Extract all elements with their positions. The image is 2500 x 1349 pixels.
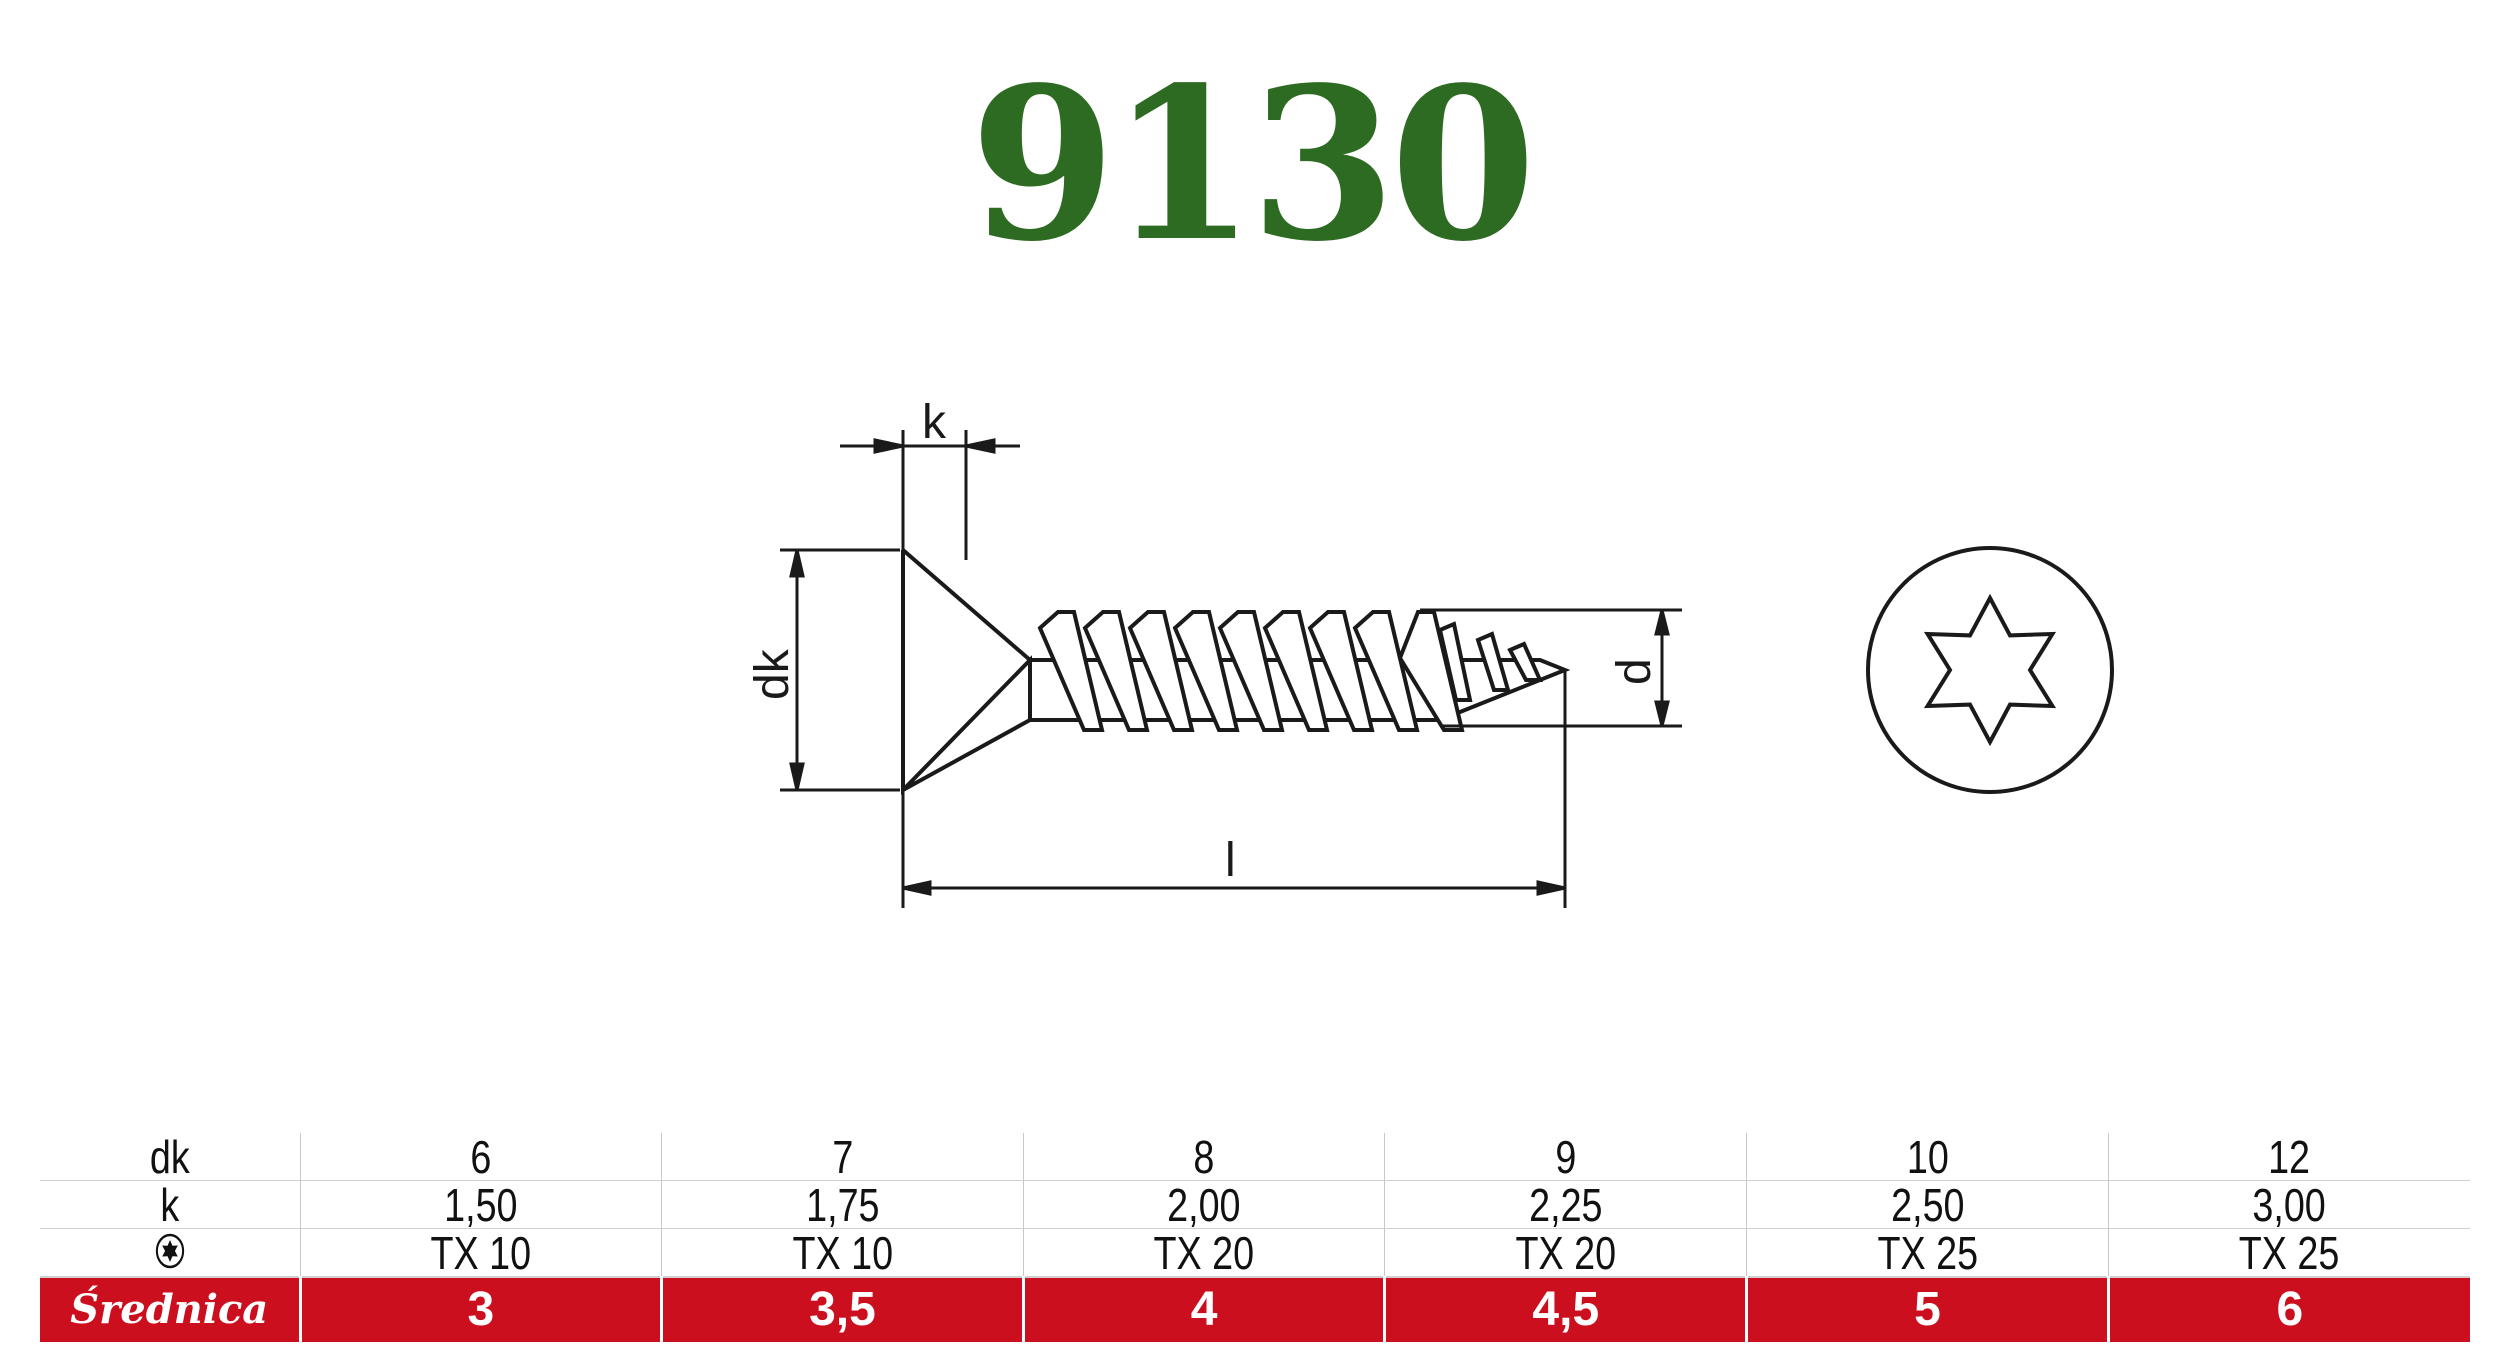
torx-star-icon: [155, 1233, 184, 1268]
table-cell: 1,75: [693, 1180, 991, 1229]
table-cell: 7: [693, 1133, 991, 1181]
screw-head: [901, 550, 1032, 795]
torx-star-icon: [1923, 593, 2057, 747]
dim-label-dk: dk: [746, 648, 799, 700]
table-cell: TX 10: [693, 1228, 991, 1278]
table-cell: 6: [2106, 1277, 2470, 1342]
table-row-k: k 1,50 1,75 2,00 2,25 2,50 3,00: [40, 1180, 2470, 1229]
table-row-dk: dk 6 7 8 9 10 12: [40, 1133, 2470, 1181]
table-cell: 1,50: [332, 1180, 630, 1229]
table-cell: TX 25: [2140, 1228, 2438, 1278]
table-cell: TX 10: [332, 1228, 630, 1278]
table-cell: 12: [2140, 1133, 2438, 1181]
table-cell: 8: [1055, 1133, 1353, 1181]
screw-top-view: [1866, 546, 2114, 794]
table-cell: 3: [298, 1277, 662, 1342]
table-cell: 2,25: [1417, 1180, 1715, 1229]
thread-crest: [1307, 610, 1375, 732]
table-cell: TX 25: [1778, 1228, 2076, 1278]
product-title: 9130: [969, 41, 1536, 288]
row-label-srednica: Średnica: [40, 1277, 300, 1342]
row-label-drive: [63, 1228, 277, 1278]
table-cell: 4: [1021, 1277, 1385, 1342]
thread-crest: [1437, 621, 1473, 702]
thread-crest: [1507, 641, 1544, 682]
table-row-drive: TX 10 TX 10 TX 20 TX 20 TX 25 TX 25: [40, 1228, 2470, 1278]
thread-crest: [1352, 610, 1420, 732]
thread-crest: [1082, 610, 1150, 732]
table-cell: 3,5: [660, 1277, 1024, 1342]
table-cell: 2,50: [1778, 1180, 2076, 1229]
dim-label-k: k: [922, 396, 947, 449]
spec-table: dk 6 7 8 9 10 12 k 1,50 1,75 2,00 2,25 2…: [40, 1133, 2470, 1342]
thread-crest: [1172, 610, 1240, 732]
screw-tip: [1415, 658, 1571, 722]
thread-crest: [1037, 610, 1105, 732]
table-cell: 9: [1417, 1133, 1715, 1181]
thread-crest: [1217, 610, 1285, 732]
row-label-k: k: [63, 1180, 277, 1229]
thread-crest: [1127, 610, 1195, 732]
row-label-dk: dk: [63, 1133, 277, 1181]
table-cell: 10: [1778, 1133, 2076, 1181]
table-cell: 6: [332, 1133, 630, 1181]
table-cell: TX 20: [1417, 1228, 1715, 1278]
thread-crest: [1262, 610, 1330, 732]
thread-crest: [1475, 631, 1511, 692]
table-cell: 3,00: [2140, 1180, 2438, 1229]
table-row-srednica: Średnica 3 3,5 4 4,5 5 6: [40, 1277, 2470, 1342]
table-cell: TX 20: [1055, 1228, 1353, 1278]
table-cell: 5: [1745, 1277, 2109, 1342]
dim-label-d: d: [1608, 658, 1661, 685]
table-cell: 2,00: [1055, 1180, 1353, 1229]
table-cell: 4,5: [1383, 1277, 1747, 1342]
dim-label-l: l: [1225, 834, 1236, 887]
